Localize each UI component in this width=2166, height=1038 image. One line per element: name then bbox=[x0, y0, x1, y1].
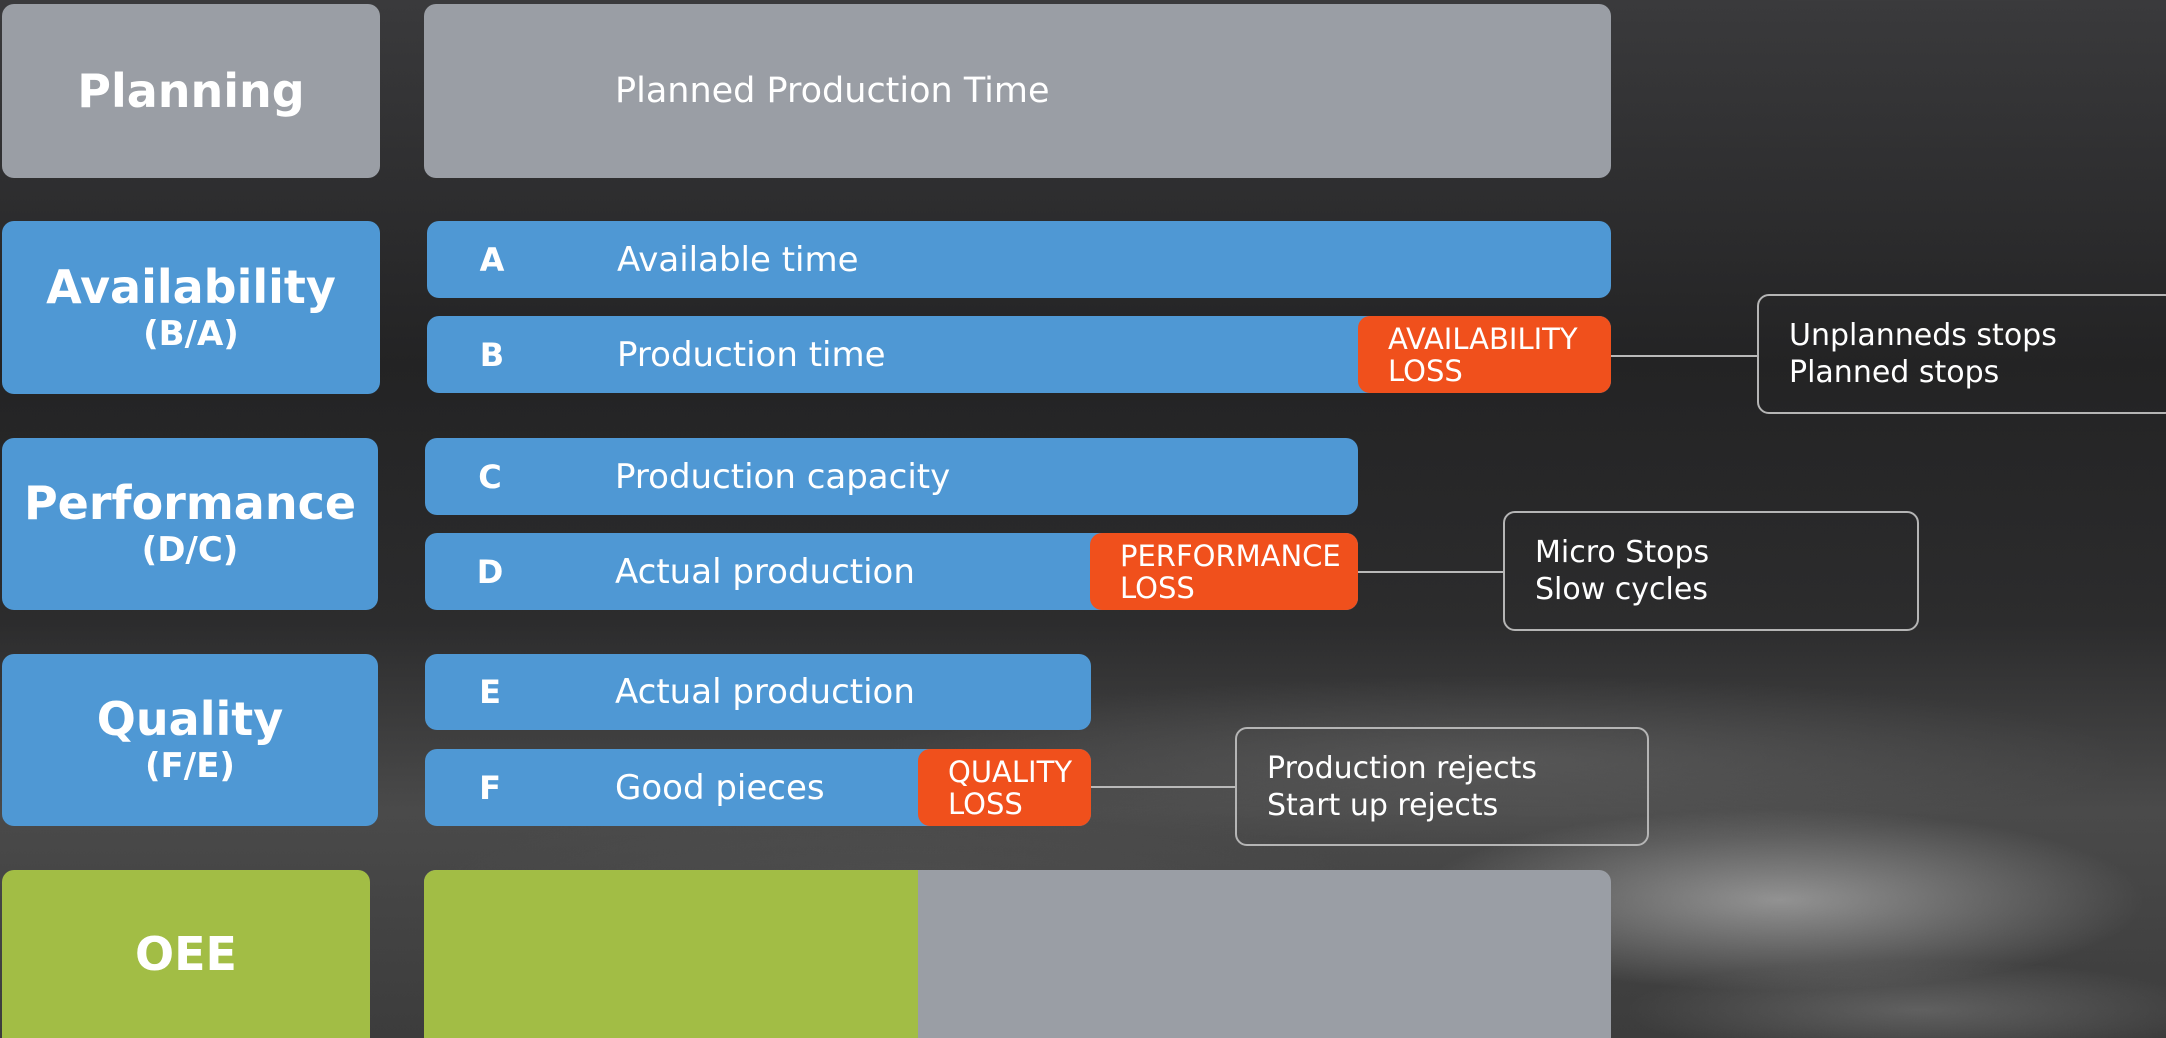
category-quality-label: Quality bbox=[96, 692, 284, 747]
quality-loss-connector bbox=[1091, 786, 1236, 788]
bar-available-time: A Available time bbox=[427, 221, 1611, 298]
performance-loss-reasons: Micro Stops Slow cycles bbox=[1503, 511, 1919, 631]
category-availability-label: Availability bbox=[46, 259, 336, 314]
loss-label-line1: QUALITY bbox=[948, 754, 1073, 789]
category-availability-formula: (B/A) bbox=[143, 313, 239, 354]
category-availability: Availability (B/A) bbox=[2, 221, 380, 394]
loss-label-line2: LOSS bbox=[1120, 570, 1195, 605]
bar-label: Good pieces bbox=[615, 767, 825, 808]
bar-production-capacity: C Production capacity bbox=[425, 438, 1358, 515]
bar-label: Production time bbox=[617, 334, 886, 375]
reason-item: Production rejects bbox=[1267, 750, 1537, 786]
planned-production-time-bar: Planned Production Time bbox=[424, 4, 1611, 178]
bar-actual-production-quality: E Actual production bbox=[425, 654, 1091, 730]
oee-result-bar bbox=[424, 870, 918, 1038]
bar-letter: D bbox=[476, 552, 504, 591]
performance-loss-badge: PERFORMANCE LOSS bbox=[1090, 533, 1358, 610]
bar-label: Available time bbox=[617, 239, 859, 280]
category-performance-formula: (D/C) bbox=[141, 530, 239, 571]
reason-item: Planned stops bbox=[1789, 355, 2000, 390]
loss-label-line1: PERFORMANCE bbox=[1120, 538, 1341, 573]
availability-loss-connector bbox=[1611, 355, 1758, 357]
bar-label: Actual production bbox=[615, 551, 915, 592]
category-performance: Performance (D/C) bbox=[2, 438, 378, 610]
availability-loss-badge: AVAILABILITY LOSS bbox=[1358, 316, 1611, 393]
reason-item: Unplanneds stops bbox=[1789, 318, 2057, 353]
bar-letter: E bbox=[479, 673, 501, 711]
loss-label-line2: LOSS bbox=[1388, 353, 1463, 388]
planned-production-time-label: Planned Production Time bbox=[615, 71, 1050, 111]
bar-label: Production capacity bbox=[615, 456, 951, 497]
bar-letter: B bbox=[479, 335, 505, 374]
availability-loss-reasons: Unplanneds stops Planned stops bbox=[1757, 294, 2166, 414]
category-quality: Quality (F/E) bbox=[2, 654, 378, 826]
bar-letter: A bbox=[479, 240, 505, 279]
bar-label: Actual production bbox=[615, 672, 915, 712]
quality-loss-badge: QUALITY LOSS bbox=[918, 749, 1091, 826]
quality-loss-reasons: Production rejects Start up rejects bbox=[1235, 727, 1649, 846]
category-planning-label: Planning bbox=[77, 63, 305, 118]
reason-item: Start up rejects bbox=[1267, 787, 1499, 823]
category-oee-label: OEE bbox=[135, 926, 237, 981]
bar-letter: C bbox=[478, 457, 502, 496]
reason-item: Slow cycles bbox=[1535, 572, 1708, 607]
reason-item: Micro Stops bbox=[1535, 535, 1710, 570]
loss-label-line1: AVAILABILITY bbox=[1388, 321, 1578, 356]
bar-letter: F bbox=[479, 768, 501, 807]
category-planning: Planning bbox=[2, 4, 380, 178]
category-quality-formula: (F/E) bbox=[145, 746, 235, 787]
category-oee: OEE bbox=[2, 870, 370, 1038]
category-performance-label: Performance bbox=[23, 476, 357, 531]
performance-loss-connector bbox=[1358, 571, 1504, 573]
loss-label-line2: LOSS bbox=[948, 786, 1023, 821]
